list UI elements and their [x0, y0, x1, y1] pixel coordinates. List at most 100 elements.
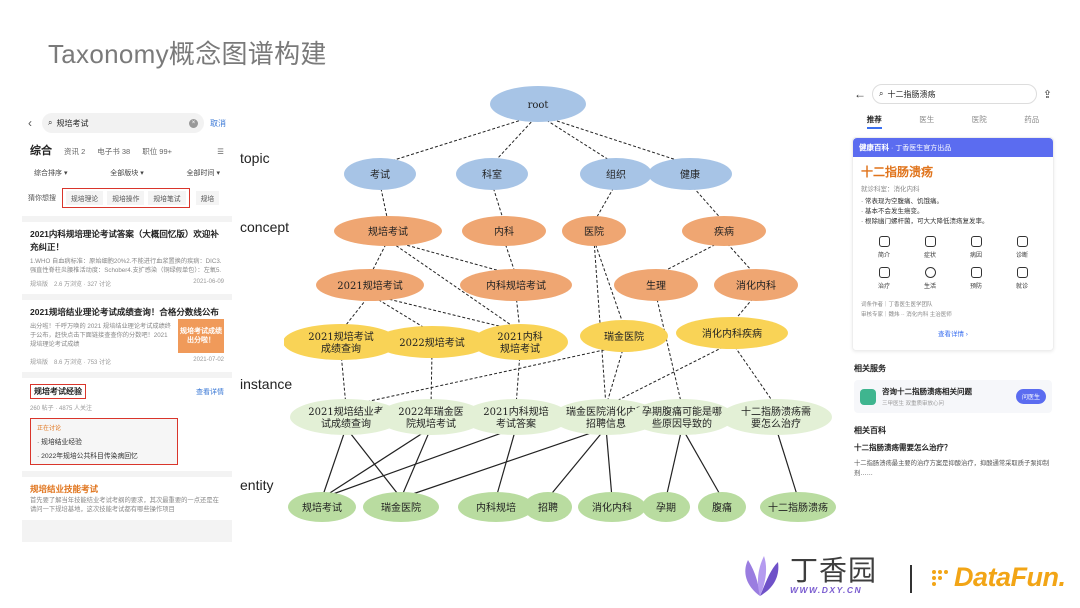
node-label: 内科规培 — [476, 501, 516, 514]
back-icon[interactable]: ‹ — [28, 116, 32, 130]
tab-hospitals[interactable]: 医院 — [971, 115, 987, 124]
tab-jobs[interactable]: 职位 99+ — [142, 147, 173, 156]
search-input[interactable]: ⌕ 十二指肠溃疡 — [872, 84, 1037, 104]
search-icon: ⌕ — [48, 118, 53, 127]
services-heading: 相关服务 — [854, 364, 886, 373]
article-thumbnail: 规培考试成绩出分啦！ — [178, 319, 224, 353]
node-label: 孕期 — [656, 502, 676, 514]
node-label: 消化内科疾病 — [702, 327, 762, 340]
node-label: 消化内科 — [736, 279, 776, 292]
discussion-item[interactable]: · 2022年规培公共科目传染病回忆 — [37, 453, 138, 460]
edge-i2-q2 — [430, 351, 433, 407]
node-shape — [460, 269, 572, 301]
grid-diagnosis[interactable]: 诊断 — [999, 236, 1045, 259]
edge-c1-i3 — [387, 239, 521, 332]
article-title: 规培结业技能考试 — [30, 484, 99, 494]
node-q1: 2021规培结业考试成绩查询 — [290, 399, 402, 435]
cancel-button[interactable]: 取消 — [210, 118, 226, 128]
node-label: 内科 — [494, 225, 514, 238]
filter-bar: 综合排序 ▾ 全部版块 ▾ 全部时间 ▾ — [22, 164, 232, 186]
grid-treatment[interactable]: 治疗 — [861, 267, 907, 290]
edge-root-t4 — [537, 114, 691, 165]
node-q2: 2022年瑞金医院规培考试 — [377, 399, 485, 435]
consult-service[interactable]: 咨询十二指肠溃疡相关问题 三甲医生 双重质审放心问 问医生 — [854, 380, 1052, 413]
node-label: 十二指肠溃疡 — [768, 501, 828, 514]
node-shape — [562, 216, 626, 246]
service-title: 咨询十二指肠溃疡相关问题 — [882, 387, 972, 396]
article-card[interactable]: 2021规培结业理论考试成绩查询！合格分数线公布 出分啦！千呼万唤的 2021 … — [22, 300, 232, 372]
taxonomy-graph: root考试科室组织健康规培考试内科医院疾病2021规培考试内科规培考试生理消化… — [284, 86, 836, 522]
suggest-chip[interactable]: 规培笔试 — [148, 191, 186, 205]
article-meta: 规培版 2.6 万浏览 · 327 讨论 2021-06-09 — [30, 279, 224, 288]
edge-q3-e3 — [495, 427, 517, 499]
edge-c5-i2 — [369, 294, 433, 333]
suggest-chip[interactable]: 规培操作 — [107, 191, 145, 205]
tab-ebooks[interactable]: 电子书 38 — [97, 147, 131, 156]
dxy-flower-icon — [745, 556, 779, 596]
shield-icon — [860, 388, 876, 405]
node-shape — [630, 399, 734, 435]
node-t4: 健康 — [648, 158, 732, 190]
grid-prevention[interactable]: 预防 — [953, 267, 999, 290]
node-c2: 内科 — [462, 216, 546, 246]
suggest-chip[interactable]: 规培 — [195, 191, 220, 205]
node-shape — [760, 492, 836, 522]
back-arrow-icon[interactable]: ← — [854, 87, 866, 101]
node-shape — [290, 399, 402, 435]
tab-news[interactable]: 资讯 2 — [64, 147, 86, 156]
dxy-name: 丁香园 — [790, 555, 878, 586]
tab-doctors[interactable]: 医生 — [919, 115, 935, 124]
filter-section[interactable]: 全部版块 ▾ — [110, 170, 144, 177]
view-details-link[interactable]: 查看详情 › — [938, 331, 968, 338]
edge-t3-c3 — [593, 183, 617, 223]
topic-detail-link[interactable]: 查看详情 — [196, 388, 224, 396]
edge-q4-e4 — [547, 427, 607, 499]
topic-card[interactable]: 规培考试经验 查看详情 260 帖子 · 4875 人关注 正在讨论 · 规培结… — [22, 378, 232, 471]
node-label: 考试 — [370, 168, 390, 181]
tab-drugs[interactable]: 药品 — [1024, 115, 1040, 124]
clear-icon[interactable]: × — [189, 118, 198, 128]
node-label: 孕期腹痛可能是哪些原因导致的 — [642, 405, 722, 430]
shield-icon — [970, 267, 982, 278]
node-root: root — [490, 86, 586, 122]
node-shape — [288, 492, 356, 522]
article-card[interactable]: 规培结业技能考试 首先要了解当年技能结业考试考纲的要求，其次最重要的一点还是在请… — [22, 477, 232, 520]
suggested-searches: 猜你想搜 规培理论 规培操作 规培笔试 规培 — [22, 186, 232, 216]
node-shape — [284, 324, 399, 360]
edge-c4-c7 — [655, 239, 725, 276]
grid-lifestyle[interactable]: 生活 — [907, 267, 953, 290]
service-sub: 三甲医生 双重质审放心问 — [882, 401, 945, 407]
grid-intro[interactable]: 简介 — [861, 236, 907, 259]
node-e2: 瑞金医院 — [363, 492, 439, 522]
edge-t4-c4 — [689, 183, 725, 223]
edge-q1-e2 — [345, 427, 402, 499]
author-info: 词条作者｜丁香医生医学团队 审核专家｜魏炜 ·· 消化内科 主治医师 — [861, 302, 952, 318]
grid-symptoms[interactable]: 症状 — [907, 236, 953, 259]
search-input[interactable]: ⌕ 规培考试 × — [42, 113, 204, 133]
ask-doctor-button[interactable]: 问医生 — [1015, 389, 1046, 404]
node-e6: 孕期 — [642, 492, 690, 522]
discussion-item[interactable]: · 规培结业经验 — [37, 439, 82, 446]
filter-sort[interactable]: 综合排序 ▾ — [34, 170, 68, 177]
menu-icon[interactable]: ☰ — [217, 147, 224, 156]
summary-point: · 根除幽门螺杆菌，可大大降低溃疡复发率。 — [861, 218, 989, 225]
edge-i4-q4 — [605, 345, 625, 407]
grid-visit[interactable]: 就诊 — [999, 267, 1045, 290]
medkit-icon — [878, 267, 890, 278]
node-c6: 内科规培考试 — [460, 269, 572, 301]
suggest-chip[interactable]: 规培理论 — [66, 191, 104, 205]
wiki-card[interactable]: 健康百科 · 丁香医生官方出品 十二指肠溃疡 就诊科室：消化内科 · 常表现为空… — [852, 137, 1054, 351]
node-c5: 2021规培考试 — [316, 269, 424, 301]
grid-causes[interactable]: 病因 — [953, 236, 999, 259]
tab-recommend[interactable]: 推荐 — [866, 114, 882, 129]
edge-c4-c8 — [723, 239, 757, 276]
tab-all[interactable]: 综合 — [30, 145, 52, 157]
share-icon[interactable]: ⇪ — [1042, 88, 1052, 101]
node-e8: 十二指肠溃疡 — [760, 492, 836, 522]
node-shape — [524, 492, 572, 522]
article-card[interactable]: 2021内科规培理论考试答案（大概回忆版）欢迎补充纠正！ 1.WHO 自血病标准… — [22, 222, 232, 294]
datafun-dots-icon — [932, 569, 948, 586]
filter-time[interactable]: 全部时间 ▾ — [186, 170, 220, 177]
logo-divider — [910, 565, 912, 593]
wiki-question[interactable]: 十二指肠溃疡需要怎么治疗？ — [854, 443, 952, 452]
